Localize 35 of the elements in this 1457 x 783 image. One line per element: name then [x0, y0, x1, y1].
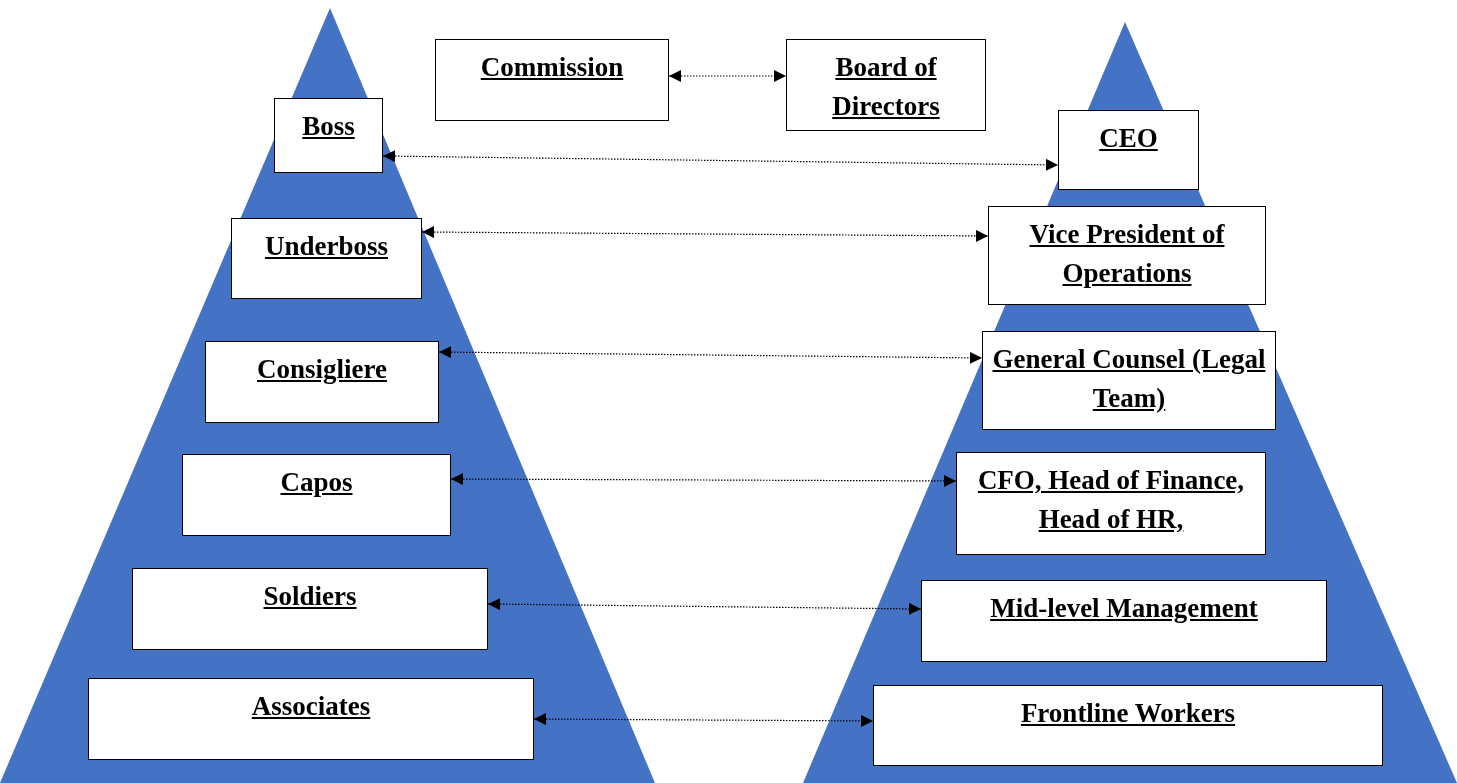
role-label: Vice President of Operations: [1029, 219, 1225, 288]
role-label: Frontline Workers: [1020, 698, 1236, 728]
role-label: Associates: [251, 691, 371, 721]
dotted-arrow: [382, 150, 1059, 171]
title-box: [921, 580, 1327, 662]
role-label: Boss: [302, 111, 355, 141]
title-box: [873, 685, 1383, 766]
title-box: [182, 454, 451, 536]
title-box: [231, 218, 422, 299]
title-box: [205, 341, 439, 423]
title-box: [132, 568, 488, 650]
role-label: Consigliere: [257, 354, 387, 384]
title-box: [88, 678, 534, 760]
title-box: [435, 39, 669, 121]
dotted-arrow: [668, 70, 787, 82]
dotted-arrow: [421, 226, 989, 242]
role-label: Capos: [280, 467, 353, 497]
role-label: Soldiers: [263, 581, 357, 611]
title-box: [1058, 110, 1199, 190]
role-label: Commission: [480, 52, 624, 82]
dotted-arrow: [438, 346, 983, 364]
title-box: [988, 206, 1266, 305]
title-box: [786, 39, 986, 131]
dotted-arrow: [450, 473, 957, 487]
role-label: Board of Directors: [832, 52, 940, 121]
role-label: CFO, Head of Finance, Head of HR,: [977, 465, 1245, 534]
role-label: Mid-level Management: [990, 593, 1258, 623]
dotted-arrow: [533, 713, 874, 727]
role-label: Underboss: [265, 231, 388, 261]
title-box: [982, 331, 1276, 430]
title-box: [956, 452, 1266, 555]
role-label: CEO: [1099, 123, 1158, 153]
title-box: [274, 98, 383, 173]
role-label: General Counsel (Legal Team): [992, 344, 1266, 413]
dotted-arrow: [487, 598, 922, 615]
